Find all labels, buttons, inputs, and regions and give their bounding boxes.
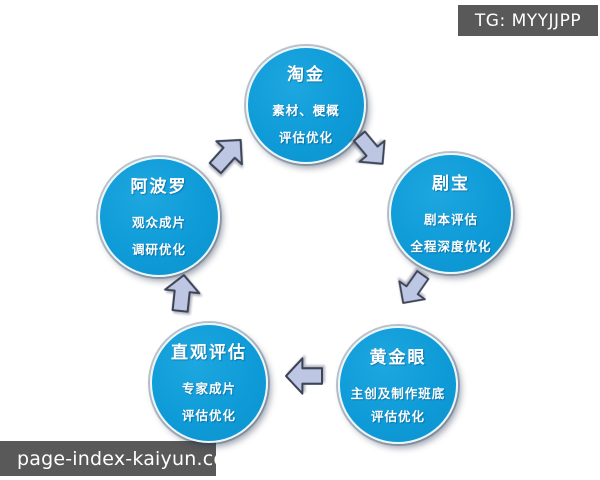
arrow-down-left-icon	[387, 263, 440, 316]
tg-watermark-badge: TG: MYYJJPP	[458, 5, 598, 36]
node-huangjinyan-title: 黄金眼	[369, 348, 427, 368]
node-taojin: 淘金 素材、梗概 评估优化	[246, 46, 366, 164]
node-jubao: 剧宝 剧本评估 全程深度优化	[389, 153, 513, 274]
node-jubao-line-1: 剧本评估	[423, 211, 478, 227]
node-zhiguan: 直观评估 专家成片 评估优化	[150, 323, 268, 443]
node-huangjinyan-line-2: 评估优化	[370, 409, 425, 424]
node-zhiguan-line-2: 评估优化	[181, 408, 236, 423]
node-huangjinyan-line-1: 主创及制作班底	[350, 386, 446, 401]
site-watermark-badge: page-index-kaiyun.com	[0, 441, 244, 476]
node-jubao-title: 剧宝	[432, 173, 470, 194]
node-apollo-title: 阿波罗	[130, 177, 188, 197]
arrow-up-right-icon	[198, 124, 257, 183]
node-taojin-line-2: 评估优化	[278, 130, 333, 145]
node-huangjinyan: 黄金眼 主创及制作班底 评估优化	[338, 326, 458, 444]
node-taojin-line-1: 素材、梗概	[272, 103, 340, 118]
node-jubao-line-2: 全程深度优化	[410, 238, 492, 254]
arrow-down-right-icon	[343, 122, 399, 178]
node-apollo: 阿波罗 观众成片 调研优化	[98, 157, 220, 277]
node-taojin-title: 淘金	[287, 65, 325, 85]
node-apollo-line-2: 调研优化	[131, 242, 186, 257]
arrow-left-icon	[284, 355, 324, 398]
node-zhiguan-line-1: 专家成片	[181, 381, 236, 396]
arrow-up-icon	[159, 271, 205, 315]
node-apollo-line-1: 观众成片	[131, 215, 186, 230]
node-zhiguan-title: 直观评估	[171, 343, 247, 363]
